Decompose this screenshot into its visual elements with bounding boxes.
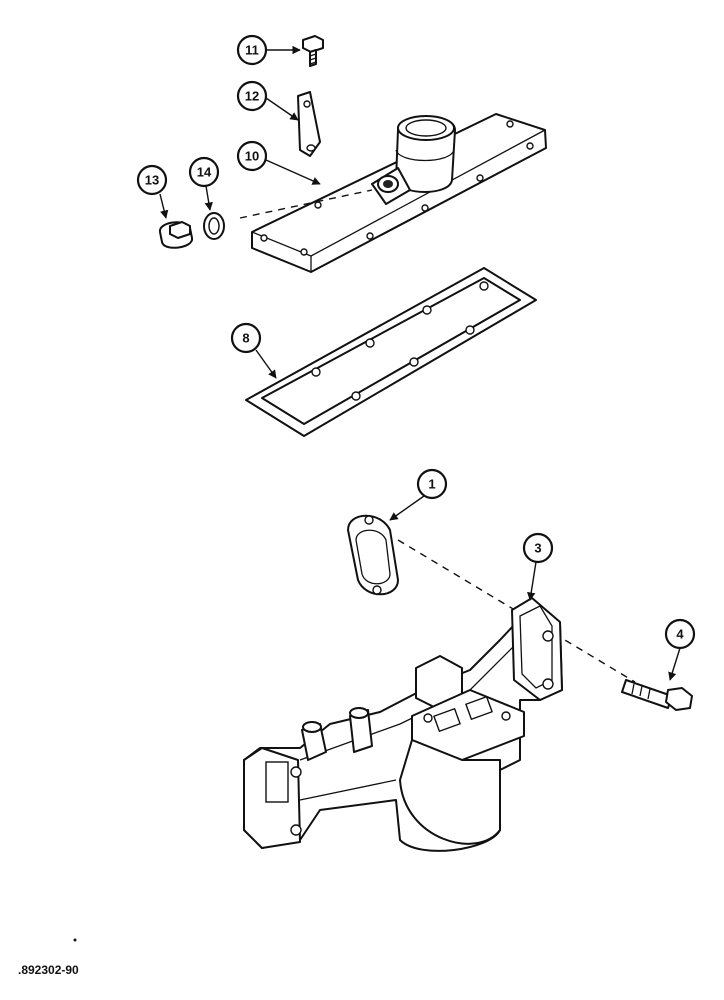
part-3-exhaust-manifold — [243, 597, 563, 852]
callout-3: 3 — [522, 532, 554, 601]
part-11-screw — [302, 35, 324, 67]
part-1-flange-gasket — [347, 514, 399, 596]
part-4-bolt — [621, 679, 693, 711]
callout-10-label: 10 — [245, 149, 259, 164]
assembly-line-plug — [239, 189, 373, 219]
callout-12-label: 12 — [245, 89, 259, 104]
callout-13-label: 13 — [145, 173, 159, 188]
callout-11-label: 11 — [245, 43, 259, 58]
part-14-washer — [203, 212, 225, 240]
callout-10: 10 — [236, 140, 321, 185]
callout-14-label: 14 — [197, 165, 212, 180]
callout-8: 8 — [230, 322, 277, 379]
part-13-plug — [159, 221, 193, 249]
callout-4-label: 4 — [676, 627, 684, 642]
callout-8-label: 8 — [242, 331, 249, 346]
part-8-gasket — [245, 267, 537, 437]
callout-13: 13 — [136, 164, 169, 219]
part-10-cover-plate — [251, 113, 547, 273]
callout-12: 12 — [236, 80, 299, 121]
callout-14: 14 — [188, 156, 220, 211]
stray-dot — [73, 938, 77, 942]
callout-4: 4 — [664, 618, 696, 681]
callout-11: 11 — [236, 34, 301, 66]
callout-1: 1 — [389, 468, 448, 521]
callout-3-label: 3 — [534, 541, 541, 556]
figure-code: .892302-90 — [18, 963, 79, 977]
part-12-bracket — [297, 91, 321, 157]
callout-1-label: 1 — [428, 477, 435, 492]
